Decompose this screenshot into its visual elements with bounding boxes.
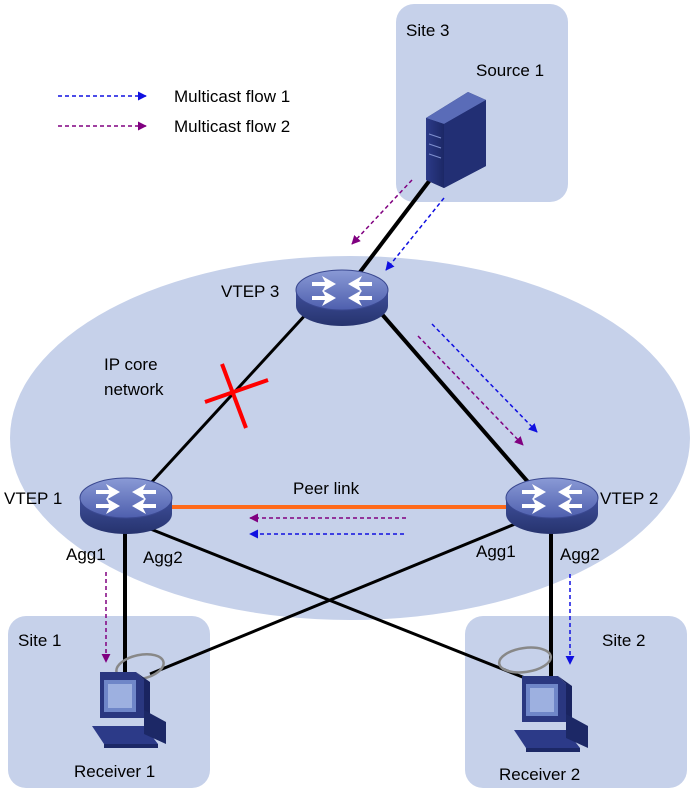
- receiver-1-label: Receiver 1: [74, 762, 155, 781]
- vtep-2-label: VTEP 2: [600, 489, 658, 508]
- receiver-2-label: Receiver 2: [499, 765, 580, 784]
- flow1-arrow-source-to-vtep3: [385, 197, 445, 271]
- switch-icon: [295, 269, 389, 327]
- legend-flow1-label: Multicast flow 1: [174, 87, 290, 106]
- peer-link-label: Peer link: [293, 479, 360, 498]
- flow2-arrow-source-to-vtep3: [351, 179, 413, 245]
- vtep1-agg2-label: Agg2: [143, 548, 183, 567]
- legend: Multicast flow 1 Multicast flow 2: [58, 87, 290, 136]
- site-3-label: Site 3: [406, 21, 449, 40]
- switch-icon: [79, 477, 173, 535]
- ip-core-label-line2: network: [104, 380, 164, 399]
- site-1-label: Site 1: [18, 631, 61, 650]
- vtep-3-label: VTEP 3: [221, 282, 279, 301]
- site-2-label: Site 2: [602, 631, 645, 650]
- link-failure-icon: [204, 363, 269, 429]
- vtep2-agg1-label: Agg1: [476, 542, 516, 561]
- link-source-vtep3: [352, 174, 435, 282]
- legend-flow2-label: Multicast flow 2: [174, 117, 290, 136]
- link-vtep1-agg2-receiver2: [147, 526, 531, 682]
- aggregation-ring-site2: [497, 646, 553, 674]
- link-vtep2-agg1-receiver1: [149, 520, 521, 676]
- vtep2-agg2-label: Agg2: [560, 545, 600, 564]
- ip-core-label-line1: IP core: [104, 355, 158, 374]
- ip-core-network-area: [10, 256, 690, 620]
- link-vtep3-vtep2: [378, 310, 530, 484]
- server-icon: [426, 92, 486, 188]
- flow2-arrow-vtep3-to-vtep2: [417, 335, 524, 446]
- site-2-area: [465, 616, 687, 788]
- source-1-label: Source 1: [476, 61, 544, 80]
- vtep1-agg1-label: Agg1: [66, 545, 106, 564]
- switch-icon: [505, 477, 599, 535]
- vtep-1-label: VTEP 1: [4, 489, 62, 508]
- link-vtep3-vtep1: [148, 310, 310, 486]
